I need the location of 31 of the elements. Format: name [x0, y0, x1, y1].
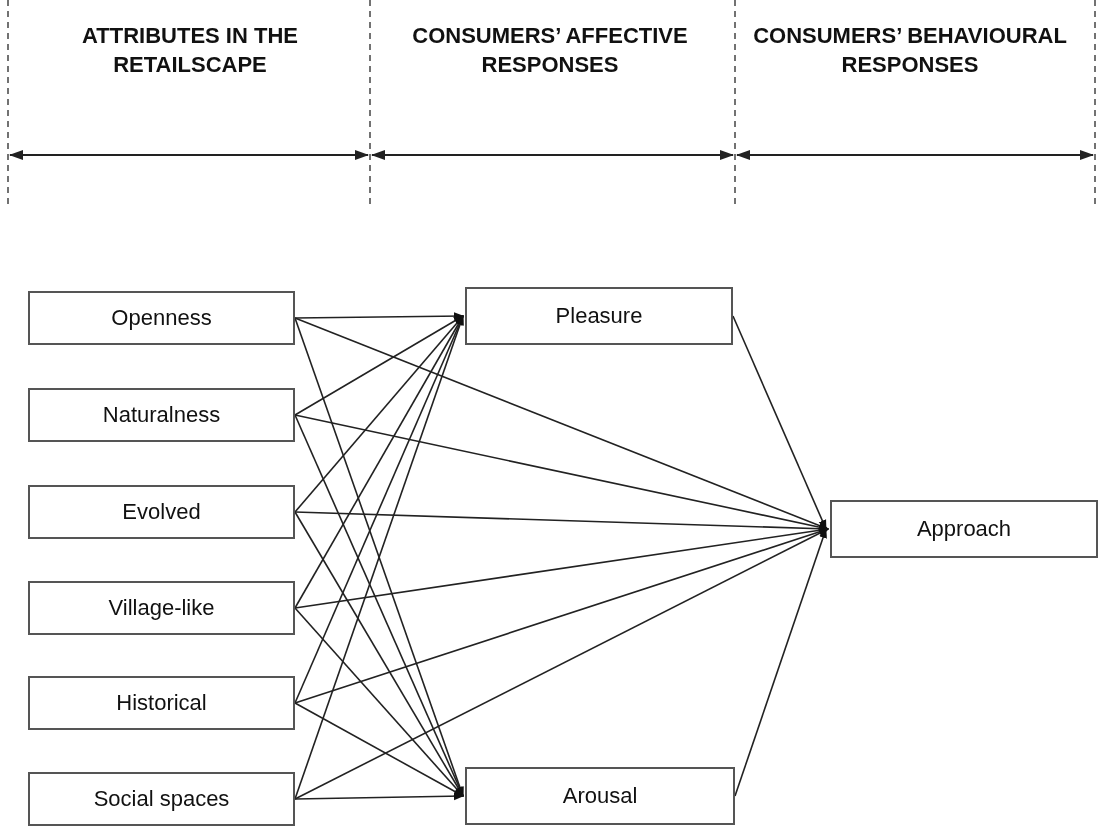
box-label: Historical: [116, 690, 207, 716]
box-label: Evolved: [122, 499, 201, 525]
box-label: Social spaces: [93, 786, 230, 812]
process-box: [830, 500, 1098, 558]
process-box: [465, 287, 733, 345]
arrow: [294, 792, 464, 801]
process-box: [28, 581, 295, 635]
process-box: [465, 767, 735, 825]
process-box: [28, 485, 295, 539]
box-label: Village-like: [108, 595, 215, 621]
box-label: Pleasure: [555, 303, 643, 329]
process-box: [28, 388, 295, 442]
box-label: Openness: [111, 305, 212, 331]
column-heading: CONSUMERS’ BEHAVIOURAL RESPONSES: [752, 22, 1068, 79]
process-box: [28, 291, 295, 345]
arrow: [294, 528, 829, 800]
process-box: [28, 772, 295, 826]
arrow: [294, 317, 829, 530]
arrow: [294, 312, 464, 321]
arrow: [294, 702, 464, 797]
arrow: [294, 315, 464, 416]
arrow: [294, 511, 464, 797]
arrow: [294, 315, 464, 513]
arrow: [294, 315, 464, 609]
column-heading: ATTRIBUTES IN THE RETAILSCAPE: [81, 22, 299, 79]
process-box: [28, 676, 295, 730]
arrow: [294, 607, 464, 797]
column-heading: CONSUMERS’ AFFECTIVE RESPONSES: [411, 22, 689, 79]
box-label: Approach: [916, 516, 1012, 542]
box-label: Naturalness: [102, 402, 221, 428]
box-label: Arousal: [562, 783, 638, 809]
